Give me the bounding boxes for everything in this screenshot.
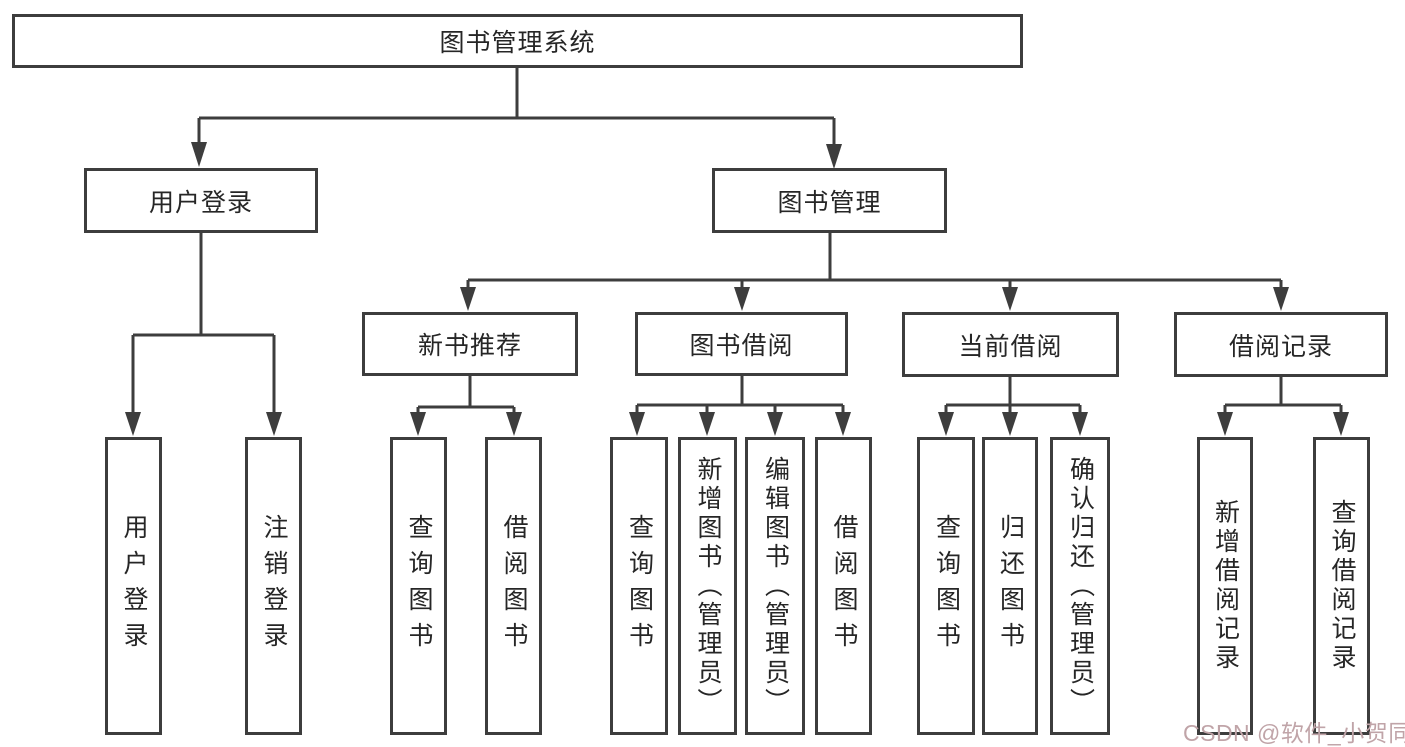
leaf-label: 借阅图书 <box>830 514 858 658</box>
arrowhead <box>125 412 141 436</box>
leaf-add-borrow-record: 新增借阅记录 <box>1197 437 1253 735</box>
arrowhead <box>826 144 842 169</box>
node-current-borrow: 当前借阅 <box>902 312 1119 377</box>
node-system-root: 图书管理系统 <box>12 14 1023 68</box>
arrowhead <box>1217 412 1233 436</box>
leaf-edit-books-admin: 编辑图书（管理员） <box>745 437 805 735</box>
leaf-query-books: 查询图书 <box>917 437 975 735</box>
leaf-query-books: 查询图书 <box>610 437 668 735</box>
leaf-query-borrow-record: 查询借阅记录 <box>1313 437 1370 735</box>
leaf-add-books-admin: 新增图书（管理员） <box>678 437 737 735</box>
node-book-management: 图书管理 <box>712 168 947 233</box>
arrowhead <box>410 412 426 436</box>
node-label: 借阅记录 <box>1228 332 1333 361</box>
node-book-borrow: 图书借阅 <box>635 312 848 376</box>
edge-m3-leaves <box>944 375 1082 418</box>
leaf-label: 归还图书 <box>996 514 1025 658</box>
leaf-label: 用户登录 <box>120 514 148 658</box>
arrowheads <box>125 142 1349 436</box>
leaf-label: 确认归还（管理员） <box>1066 455 1095 717</box>
edge-root-level1 <box>197 66 836 148</box>
edge-m1-leaves <box>416 374 516 418</box>
arrowhead <box>460 287 476 311</box>
leaf-label: 查询图书 <box>932 514 961 658</box>
leaf-return-books: 归还图书 <box>982 437 1038 735</box>
node-label: 当前借阅 <box>958 332 1063 361</box>
arrowhead <box>506 412 522 436</box>
leaf-label: 新增图书（管理员） <box>694 455 722 717</box>
leaf-borrow-books: 借阅图书 <box>485 437 542 735</box>
leaf-confirm-return-admin: 确认归还（管理员） <box>1050 437 1110 735</box>
node-label: 图书管理系统 <box>439 29 596 57</box>
leaf-label: 查询借阅记录 <box>1328 499 1356 673</box>
csdn-watermark: CSDN @软件_小贺同学 <box>1183 720 1405 746</box>
leaf-label: 注销登录 <box>260 514 288 658</box>
node-label: 图书借阅 <box>689 332 794 360</box>
node-new-book-recommend: 新书推荐 <box>362 312 578 376</box>
node-label: 新书推荐 <box>417 332 522 360</box>
leaf-label: 新增借阅记录 <box>1211 499 1240 673</box>
node-user-login: 用户登录 <box>84 168 318 233</box>
leaf-query-books: 查询图书 <box>390 437 447 735</box>
leaf-label: 借阅图书 <box>500 514 528 658</box>
leaf-label: 查询图书 <box>625 514 654 658</box>
leaf-user-login: 用户登录 <box>105 437 162 735</box>
arrowhead <box>767 412 783 436</box>
edge-m4-leaves <box>1223 375 1343 418</box>
arrowhead <box>835 412 851 436</box>
arrowhead <box>1072 412 1088 436</box>
arrowhead <box>1002 412 1018 436</box>
leaf-logout: 注销登录 <box>245 437 302 735</box>
node-label: 图书管理 <box>777 188 882 217</box>
leaf-borrow-books: 借阅图书 <box>815 437 872 735</box>
arrowhead <box>629 412 645 436</box>
edge-m2-leaves <box>635 374 845 418</box>
arrowhead <box>1002 287 1018 311</box>
arrowhead <box>699 412 715 436</box>
edge-login-leaves <box>131 231 276 418</box>
arrowhead <box>734 287 750 311</box>
leaf-label: 查询图书 <box>405 514 433 658</box>
edge-mgmt-level2 <box>466 231 1283 293</box>
connector-paths <box>131 66 1343 418</box>
arrowhead <box>1333 412 1349 436</box>
arrowhead <box>191 142 207 167</box>
arrowhead <box>1273 287 1289 311</box>
node-borrow-records: 借阅记录 <box>1174 312 1388 377</box>
leaf-label: 编辑图书（管理员） <box>761 455 790 717</box>
node-label: 用户登录 <box>148 188 253 217</box>
arrowhead <box>266 412 282 436</box>
arrowhead <box>938 412 954 436</box>
